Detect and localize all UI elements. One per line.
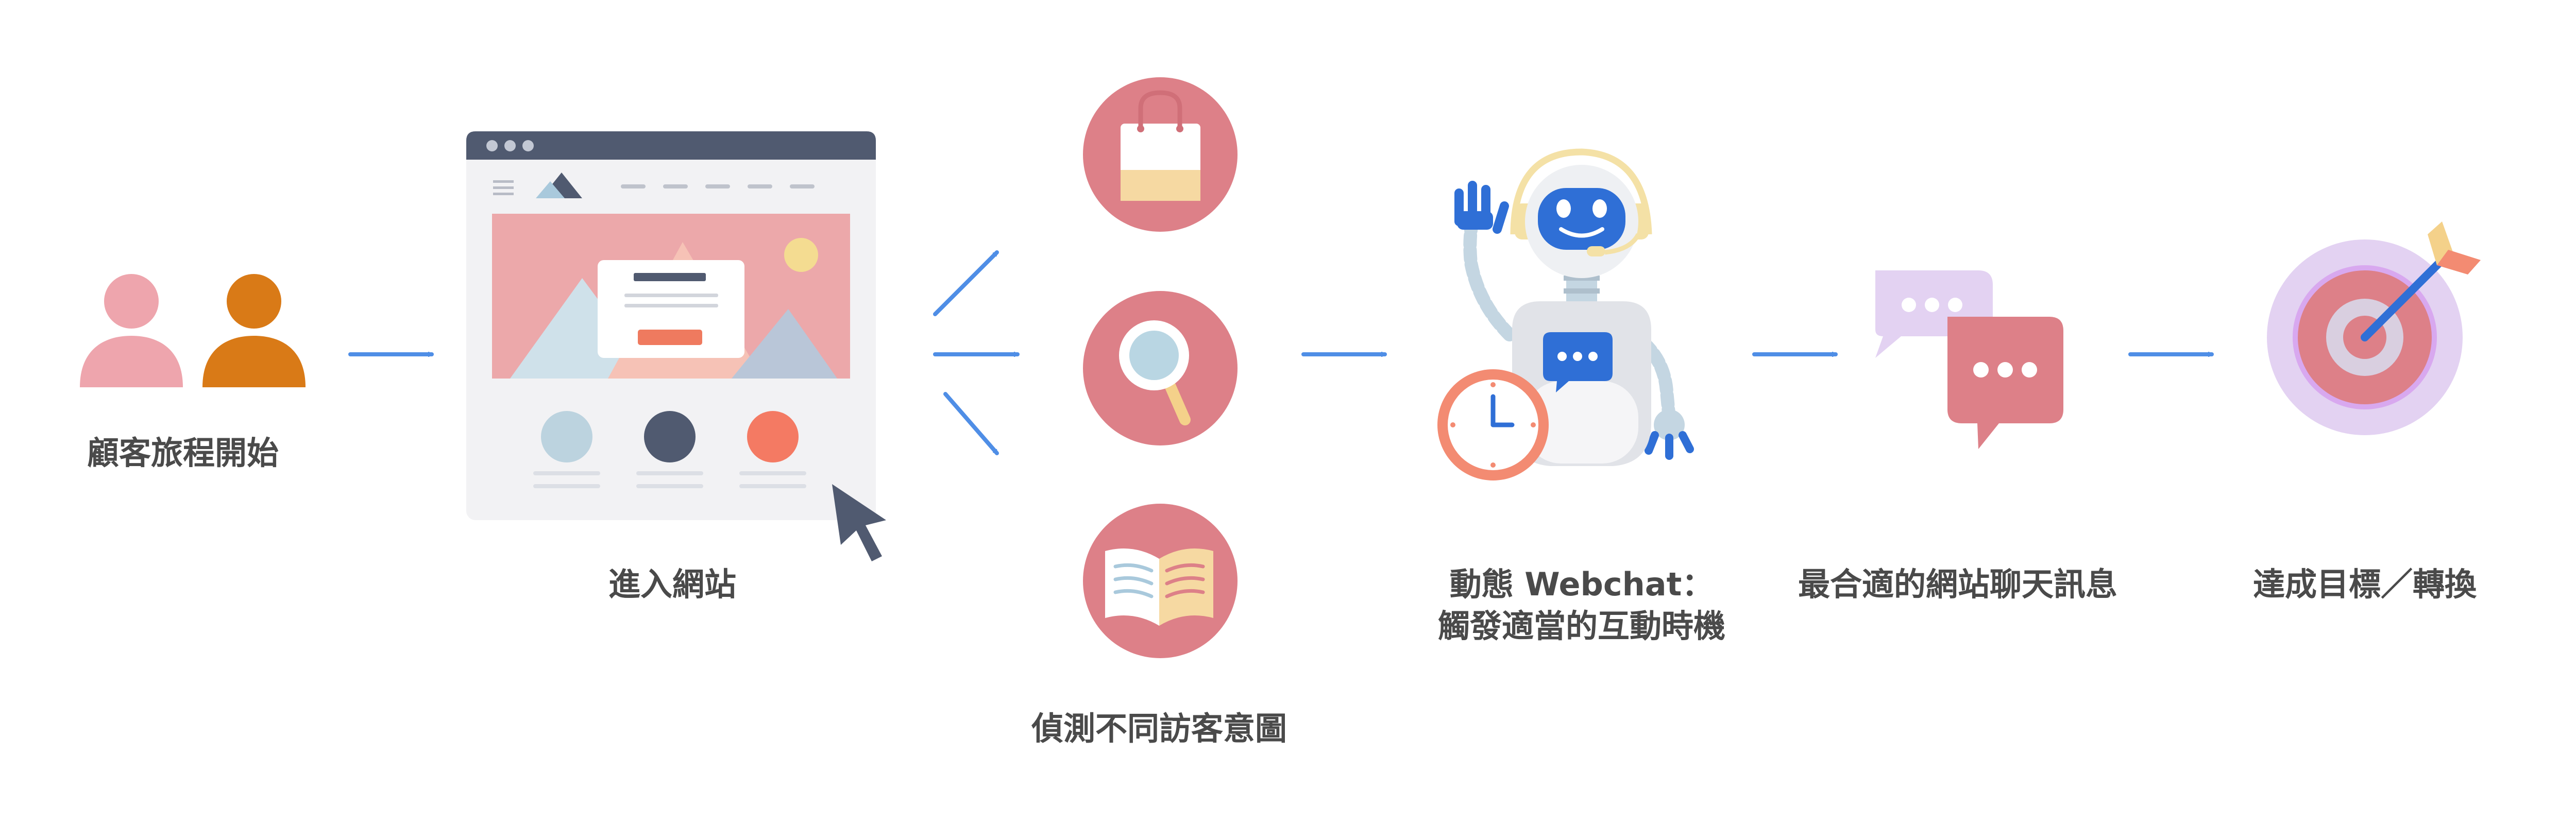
step-webchat-line1: 動態 Webchat： bbox=[1449, 565, 1714, 603]
arrow-right-icon bbox=[933, 250, 999, 316]
user-group-icon bbox=[80, 274, 306, 387]
browser-window-icon bbox=[466, 131, 876, 520]
step-webchat-label: 動態 Webchat： 觸發適當的互動時機 bbox=[1340, 564, 1824, 647]
book-icon bbox=[1083, 504, 1238, 658]
step-goal-label: 達成目標／轉換 bbox=[2252, 565, 2477, 603]
shopping-bag-icon bbox=[1083, 77, 1238, 232]
step-intent-label: 偵測不同訪客意圖 bbox=[1031, 710, 1287, 747]
cursor-icon bbox=[832, 484, 886, 561]
step-message-label: 最合適的網站聊天訊息 bbox=[1798, 565, 2117, 603]
target-icon bbox=[2267, 221, 2481, 435]
magnifier-icon bbox=[1083, 291, 1238, 445]
step-start-label: 顧客旅程開始 bbox=[87, 434, 279, 472]
chat-bubbles-icon bbox=[1875, 270, 2063, 449]
clock-icon bbox=[1437, 369, 1549, 480]
arrow-right-icon bbox=[943, 392, 999, 455]
step-webchat-line2: 觸發適當的互動時機 bbox=[1437, 607, 1725, 645]
step-website-label: 進入網站 bbox=[608, 565, 736, 603]
